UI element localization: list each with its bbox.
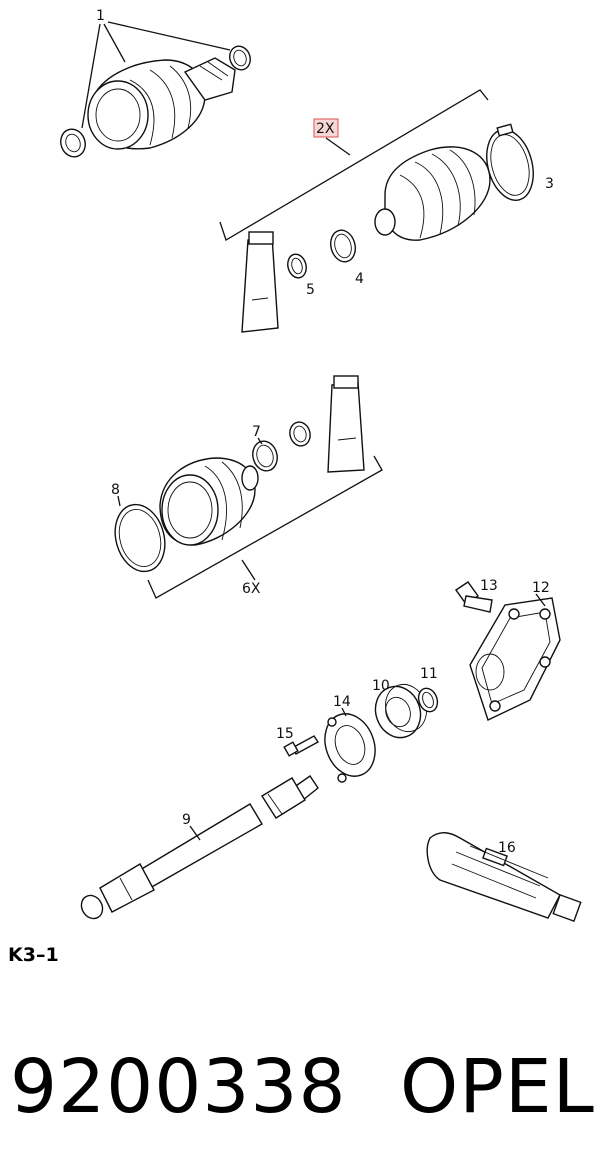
callout-7: 7 — [252, 424, 261, 440]
part-9-drive-shaft: 9 — [80, 775, 319, 920]
callout-8: 8 — [111, 482, 120, 498]
callout-16: 16 — [498, 840, 516, 856]
part-14-flange: 14 — [324, 694, 376, 783]
callout-1: 1 — [96, 8, 105, 24]
brand-name: OPEL — [400, 1044, 595, 1130]
callout-10: 10 — [372, 678, 390, 694]
part-10-bearing: 10 — [372, 678, 427, 739]
part-12-bracket: 12 — [469, 580, 561, 721]
part-15-bolt: 15 — [276, 726, 320, 757]
part-1-cv-joint: 1 — [60, 8, 251, 158]
callout-15: 15 — [276, 726, 294, 742]
part-6x-boot-kit: 6X 7 8 — [111, 375, 383, 599]
callout-5: 5 — [306, 282, 315, 298]
callout-9: 9 — [182, 812, 191, 828]
part-16-grease-tube: 16 — [426, 832, 582, 923]
callout-12: 12 — [532, 580, 550, 596]
callout-2x: 2X — [316, 121, 335, 137]
callout-6x: 6X — [242, 581, 261, 597]
callout-2x-highlight — [313, 118, 339, 138]
callout-13: 13 — [480, 578, 498, 594]
part-2x-boot-kit: 2X 3 4 5 — [219, 89, 554, 333]
callout-3: 3 — [545, 176, 554, 192]
part-number: 9200338 — [10, 1044, 347, 1130]
exploded-parts-diagram: 1 2X 3 4 5 6X — [60, 8, 582, 923]
callout-4: 4 — [355, 271, 364, 287]
part-13-bolt: 13 — [455, 578, 498, 613]
part-11-circlip: 11 — [417, 666, 439, 713]
diagram-code: K3–1 — [8, 944, 59, 966]
callout-14: 14 — [333, 694, 351, 710]
footer: 9200338 OPEL — [10, 1032, 595, 1142]
callout-11: 11 — [420, 666, 438, 682]
